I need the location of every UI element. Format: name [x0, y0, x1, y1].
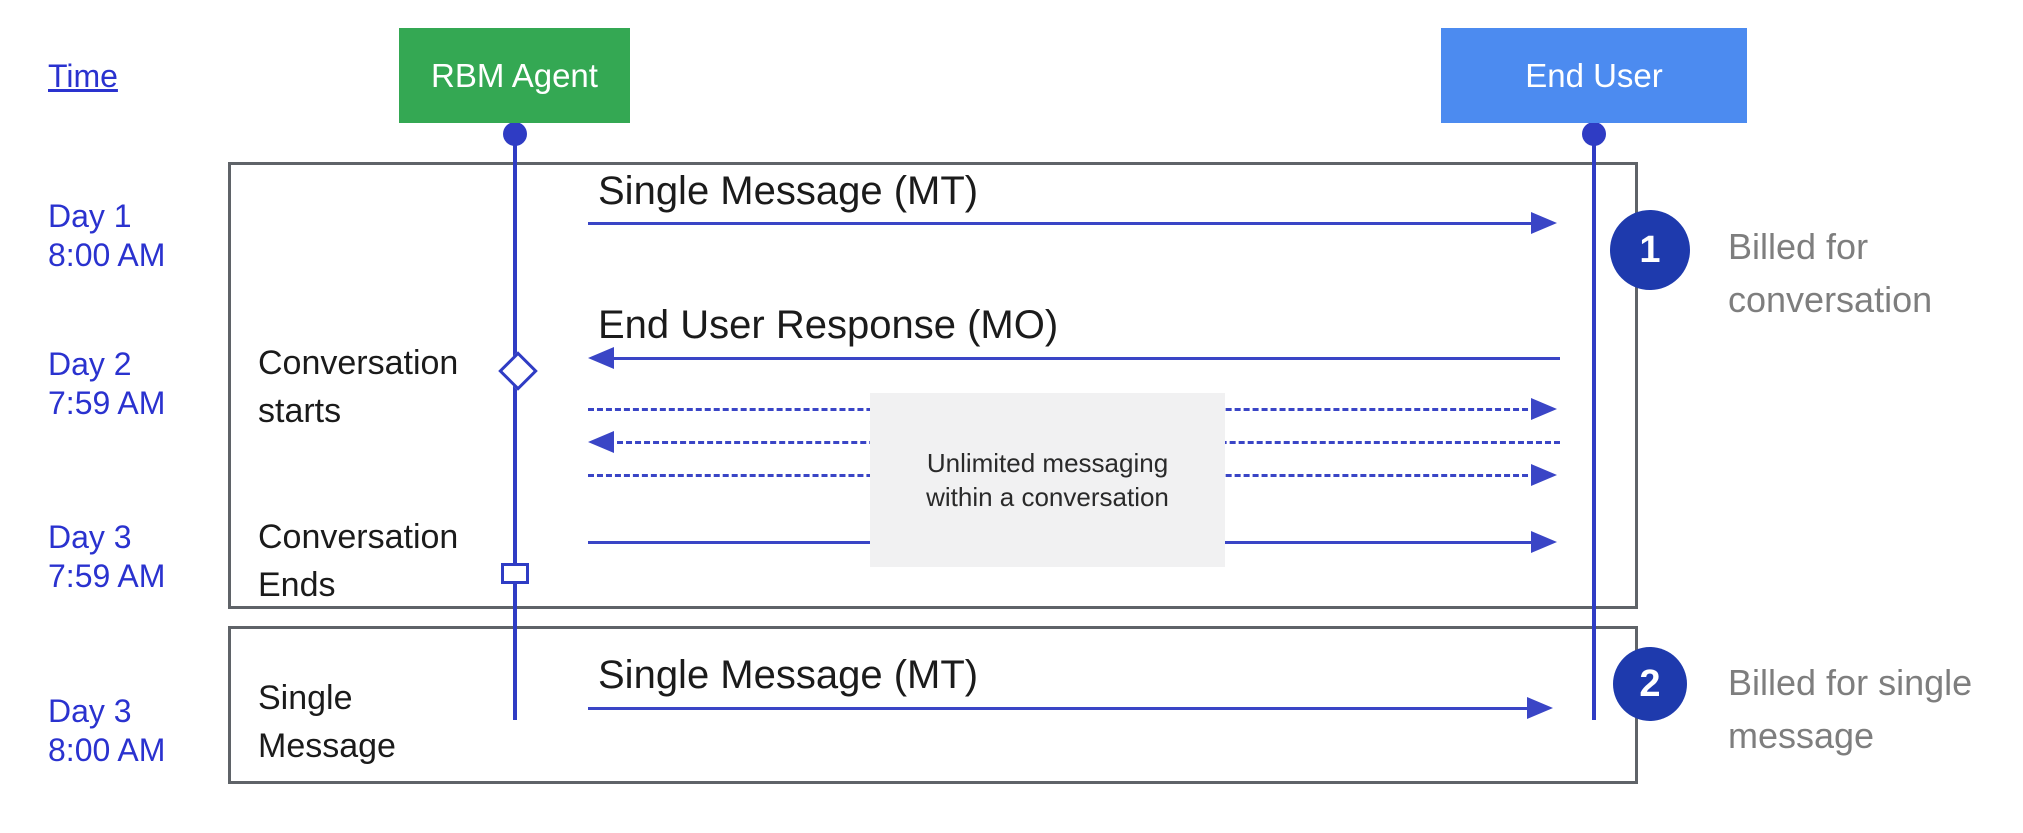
- arrow-shaft: [588, 706, 1533, 710]
- milestone-line: Conversation: [258, 344, 459, 382]
- conversation-ends-label: Conversation Ends: [258, 513, 458, 609]
- single-message-mt2-label: Single Message (MT): [598, 653, 979, 697]
- rbm-agent-box: RBM Agent: [399, 28, 630, 123]
- arrow-shaft: [588, 221, 1537, 225]
- caption-line: Billed for: [1728, 226, 1869, 267]
- caption-line: Billed for single: [1728, 662, 1973, 703]
- arrow-head-right-icon: [1531, 398, 1557, 420]
- end-user-label: End User: [1525, 56, 1663, 94]
- arrow-head-right-icon: [1531, 212, 1557, 234]
- arrow-shaft: [608, 356, 1560, 360]
- time-label-line: 7:59 AM: [48, 385, 166, 421]
- time-label-line: 8:00 AM: [48, 237, 166, 273]
- arrow-head-right-icon: [1527, 697, 1553, 719]
- billed-for-conversation-caption: Billed for conversation: [1728, 220, 1932, 326]
- billing-badge-1: 1: [1610, 210, 1690, 290]
- time-label-line: 8:00 AM: [48, 732, 166, 768]
- conversation-end-square-icon: [501, 563, 529, 584]
- time-label-day2: Day 2 7:59 AM: [48, 345, 165, 423]
- arrow-head-right-icon: [1531, 464, 1557, 486]
- single-message-mt-label: Single Message (MT): [598, 169, 979, 213]
- time-label-line: 7:59 AM: [48, 558, 166, 594]
- time-label-line: Day 3: [48, 693, 132, 729]
- time-header: Time: [48, 58, 118, 94]
- unlimited-messaging-note: Unlimited messaging within a conversatio…: [870, 393, 1225, 567]
- rbm-agent-label: RBM Agent: [431, 56, 598, 94]
- arrow-head-left-icon: [588, 431, 614, 453]
- end-user-lifeline: [1592, 125, 1596, 720]
- time-label-day3-759: Day 3 7:59 AM: [48, 518, 165, 596]
- milestone-line: starts: [258, 392, 342, 430]
- time-label-day1: Day 1 8:00 AM: [48, 197, 165, 275]
- time-label-line: Day 3: [48, 519, 132, 555]
- single-message-frame: [228, 626, 1638, 784]
- billed-for-single-message-caption: Billed for single message: [1728, 656, 1972, 762]
- rbm-agent-lifeline-dot: [503, 122, 527, 146]
- note-line: within a conversation: [926, 482, 1169, 512]
- end-user-lifeline-dot: [1582, 122, 1606, 146]
- rbm-agent-lifeline: [513, 125, 517, 720]
- milestone-line: Message: [258, 727, 396, 765]
- conversation-starts-label: Conversation starts: [258, 339, 458, 435]
- milestone-line: Ends: [258, 566, 336, 604]
- billing-badge-2: 2: [1613, 647, 1687, 721]
- arrow-head-right-icon: [1531, 531, 1557, 553]
- note-line: Unlimited messaging: [926, 448, 1169, 478]
- end-user-response-mo-label: End User Response (MO): [598, 303, 1059, 347]
- arrow-head-left-icon: [588, 347, 614, 369]
- milestone-line: Single: [258, 679, 353, 717]
- time-label-line: Day 1: [48, 198, 132, 234]
- single-message-side-label: Single Message: [258, 674, 396, 770]
- time-label-line: Day 2: [48, 346, 132, 382]
- caption-line: message: [1728, 715, 1875, 756]
- caption-line: conversation: [1728, 279, 1933, 320]
- end-user-box: End User: [1441, 28, 1747, 123]
- milestone-line: Conversation: [258, 518, 459, 556]
- time-label-day3-800: Day 3 8:00 AM: [48, 692, 165, 770]
- conversation-frame: [228, 162, 1638, 609]
